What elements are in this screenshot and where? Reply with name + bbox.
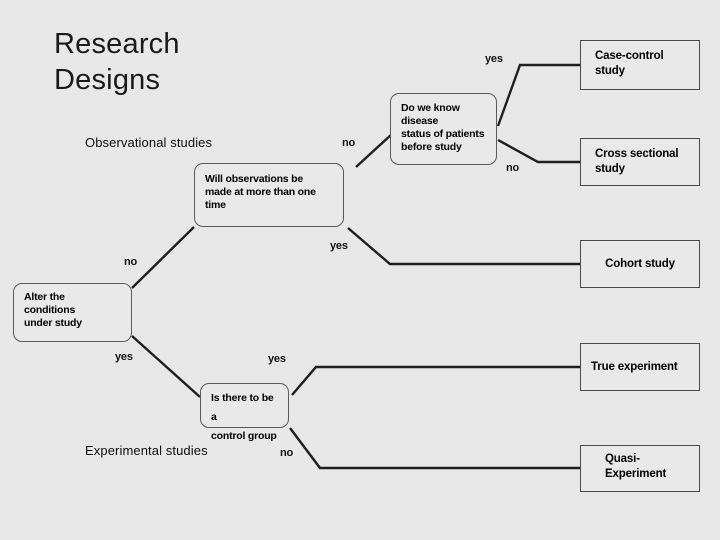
outcome-case-control-study[interactable]: Case-control study [580, 40, 700, 90]
edge-label-timing-no: no [342, 137, 356, 149]
edge-label-disease-no: no [506, 162, 520, 174]
page-title: Research Designs [54, 28, 180, 96]
node-control-group[interactable]: Is there to be a control group [200, 383, 289, 442]
edge-start-no [131, 226, 195, 289]
edge-label-start-no: no [124, 256, 138, 268]
outcome-cross-sectional-study[interactable]: Cross sectional study [580, 138, 700, 186]
caption-observational-studies: Observational studies [85, 135, 213, 150]
caption-experimental-studies: Experimental studies [85, 443, 208, 458]
node-observation-timing[interactable]: Will observations be made at more than o… [194, 163, 344, 227]
edge-timing-no [355, 133, 393, 168]
edge-label-timing-yes: yes [330, 240, 348, 252]
edge-control-no [289, 427, 580, 470]
edge-label-control-yes: yes [268, 353, 286, 365]
node-alter-conditions[interactable]: Alter the conditions under study [13, 283, 132, 342]
edge-start-yes [131, 335, 201, 398]
edge-label-control-no: no [280, 447, 294, 459]
edge-label-disease-yes: yes [485, 53, 503, 65]
edge-control-yes [291, 365, 580, 396]
edge-disease-no [497, 138, 580, 164]
outcome-cohort-study[interactable]: Cohort study [580, 240, 700, 288]
edge-disease-yes [496, 63, 580, 127]
edge-timing-yes [347, 227, 580, 266]
edge-label-start-yes: yes [115, 351, 133, 363]
node-disease-status[interactable]: Do we know disease status of patients be… [390, 93, 497, 165]
outcome-true-experiment[interactable]: True experiment [580, 343, 700, 391]
outcome-quasi-experiment[interactable]: Quasi- Experiment [580, 445, 700, 492]
